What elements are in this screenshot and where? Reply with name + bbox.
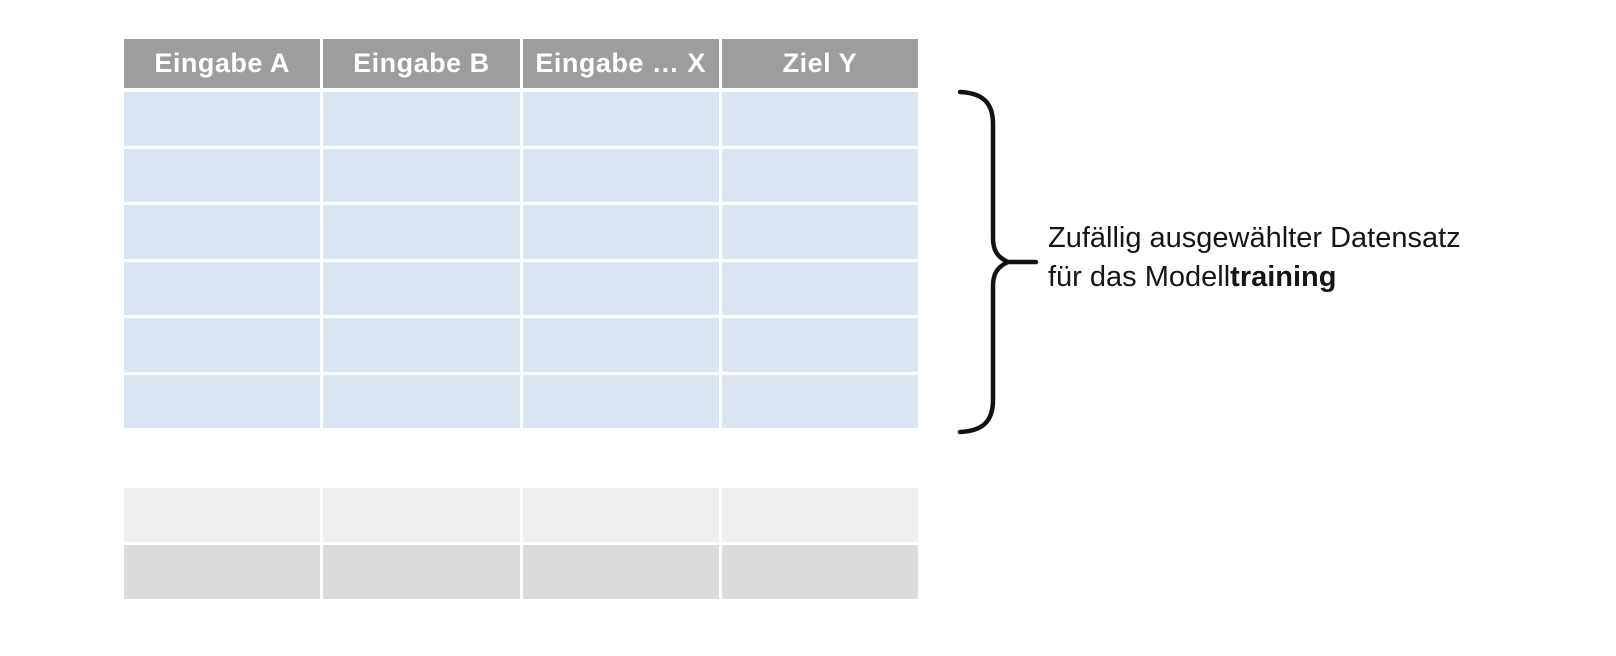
header-cell: Eingabe B [323, 39, 520, 88]
selected-row-cell [522, 205, 719, 259]
remaining-row-cell [124, 545, 321, 599]
selected-row-cell [323, 148, 520, 202]
selected-rows [124, 92, 918, 428]
remaining-row-cell [721, 545, 918, 599]
selected-row-cell [721, 318, 918, 372]
selected-row-cell [721, 374, 918, 428]
remaining-rows [124, 488, 918, 599]
selected-row-cell [124, 374, 321, 428]
remaining-row-cell [323, 545, 520, 599]
curly-brace [957, 89, 1039, 435]
selected-row-cell [323, 92, 520, 146]
remaining-row-cell [522, 488, 719, 542]
annotation-line1: Zufällig ausgewählter Datensatz [1048, 222, 1461, 254]
remaining-row-cell [323, 488, 520, 542]
selected-row-cell [124, 92, 321, 146]
remaining-row-cell [522, 545, 719, 599]
selected-row-cell [522, 374, 719, 428]
selected-row-cell [721, 261, 918, 315]
header-cell: Eingabe … X [522, 39, 719, 88]
header-cell: Eingabe A [124, 39, 321, 88]
selected-row-cell [522, 261, 719, 315]
selected-row-cell [323, 261, 520, 315]
remaining-row-cell [124, 488, 321, 542]
selected-row-cell [124, 148, 321, 202]
selected-row-cell [323, 374, 520, 428]
selected-row-cell [124, 318, 321, 372]
selected-row-cell [721, 92, 918, 146]
selected-row-cell [124, 261, 321, 315]
brace-path [957, 89, 1011, 435]
selected-row-cell [522, 148, 719, 202]
selected-row-cell [323, 318, 520, 372]
selected-row-cell [522, 318, 719, 372]
selected-row-cell [522, 92, 719, 146]
annotation-line2: für das Modelltraining [1048, 261, 1337, 293]
remaining-row-cell [721, 488, 918, 542]
header-cell: Ziel Y [721, 39, 918, 88]
annotation-bold-word: training [1230, 261, 1337, 293]
selected-row-cell [721, 205, 918, 259]
selected-row-cell [124, 205, 321, 259]
selected-row-cell [721, 148, 918, 202]
selected-row-cell [323, 205, 520, 259]
annotation-text: Zufällig ausgewählter Datensatz für das … [1048, 219, 1528, 297]
